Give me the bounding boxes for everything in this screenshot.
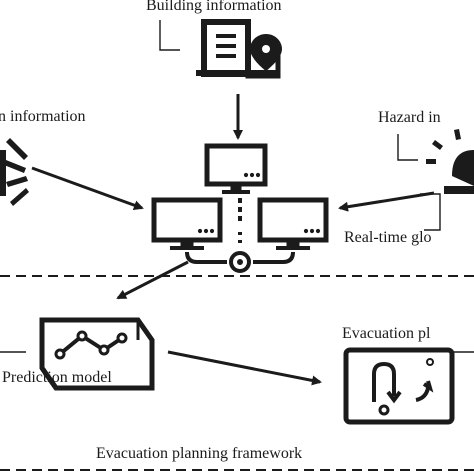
framework-caption: Evacuation planning framework — [96, 445, 303, 462]
hazard-information-label: Hazard in — [378, 109, 441, 126]
people-information-label: n information — [0, 108, 86, 125]
arrow-network-to-prediction — [116, 260, 189, 300]
alarm-siren-icon — [426, 129, 474, 194]
arrow-hazard-to-network — [338, 191, 435, 212]
real-time-label: Real-time glo — [344, 229, 432, 246]
route-plan-icon — [343, 347, 455, 425]
building-information-label: Building information — [146, 0, 282, 14]
arrow-prediction-to-plan — [167, 350, 322, 386]
flow-arrows — [31, 94, 435, 386]
prediction-model-label: Prediction model — [2, 369, 112, 386]
evacuation-plan-label: Evacuation pl — [342, 325, 431, 342]
sound-wave-icon — [0, 138, 29, 206]
arrow-people-to-network — [31, 166, 144, 210]
prediction-cube-icon — [39, 317, 155, 391]
building-pin-icon — [196, 19, 282, 79]
network-computer-icon — [151, 143, 329, 273]
